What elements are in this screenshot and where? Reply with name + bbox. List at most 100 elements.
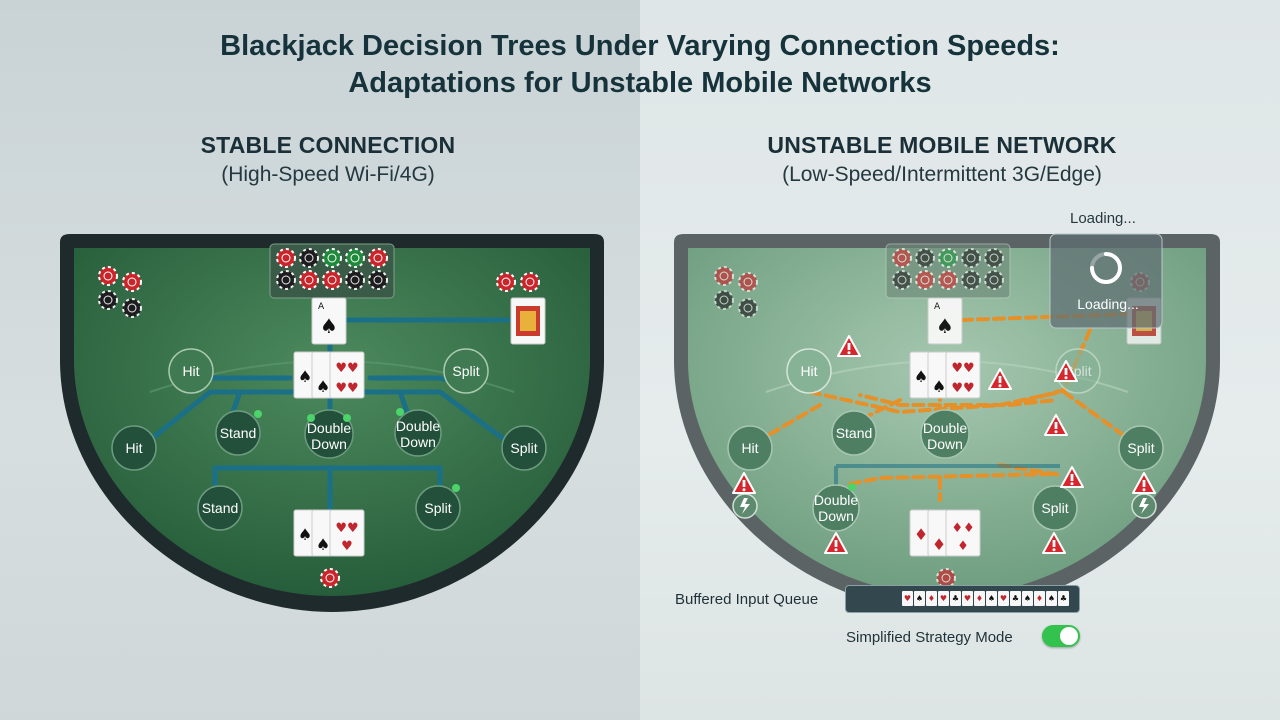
svg-text:Hit: Hit — [800, 363, 817, 379]
svg-text:Down: Down — [927, 436, 963, 452]
svg-text:A: A — [318, 302, 325, 312]
unstable-subheading: (Low-Speed/Intermittent 3G/Edge) — [782, 163, 1102, 186]
svg-text:♥♥: ♥♥ — [951, 381, 974, 396]
simplified-strategy-toggle[interactable] — [1042, 625, 1080, 647]
svg-text:Double: Double — [814, 492, 859, 508]
svg-text:♦: ♦ — [914, 525, 928, 544]
svg-text:♠: ♠ — [320, 314, 338, 338]
stable-node-split-top: Split — [443, 348, 489, 394]
svg-text:♠: ♠ — [316, 535, 330, 554]
unstable-table: A ♠ ♠ ♠ ♥♥ ♥♥ ♦ ♦ ♦♦ ♦ — [674, 233, 1220, 612]
lightning-disconnect-icon — [1131, 493, 1157, 519]
stable-node-stand-bottom: Stand — [197, 485, 243, 531]
svg-text:♥♥: ♥♥ — [951, 361, 974, 376]
svg-text:♥♥: ♥♥ — [335, 521, 358, 536]
unstable-player-hand-2: ♦ ♦ ♦♦ ♦ — [909, 509, 981, 557]
unstable-heading: UNSTABLE MOBILE NETWORK — [767, 132, 1117, 158]
svg-text:♦♦: ♦♦ — [951, 521, 974, 536]
loading-outer-label: Loading... — [1070, 210, 1136, 227]
svg-text:Double: Double — [307, 420, 352, 436]
stable-dealer-card: A ♠ — [311, 297, 347, 345]
buffered-input-queue: ♥ ♠ ♦ ♥ ♣ ♥ ♦ ♠ ♥ ♣ ♠ ♦ ♠ ♣ — [845, 585, 1080, 613]
title-line-1: Blackjack Decision Trees Under Varying C… — [220, 30, 1060, 62]
queued-card: ♦ — [1034, 591, 1045, 606]
queued-card: ♠ — [1022, 591, 1033, 606]
stable-header: STABLE CONNECTION (High-Speed Wi-Fi/4G) — [48, 132, 608, 187]
page-title: Blackjack Decision Trees Under Varying C… — [0, 28, 1280, 102]
unstable-node-stand: Stand — [831, 410, 877, 456]
svg-text:Stand: Stand — [836, 425, 873, 441]
svg-text:♦: ♦ — [932, 535, 946, 554]
stable-node-split-bottom: Split — [415, 484, 461, 531]
stable-node-split: Split — [501, 425, 547, 471]
svg-text:Stand: Stand — [202, 500, 239, 516]
queued-card: ♣ — [950, 591, 961, 606]
unstable-node-double-down: Double Down — [920, 409, 970, 459]
queued-cards: ♥ ♠ ♦ ♥ ♣ ♥ ♦ ♠ ♥ ♣ ♠ ♦ ♠ ♣ — [902, 591, 1069, 607]
svg-text:Split: Split — [1041, 500, 1068, 516]
svg-text:Split: Split — [510, 440, 537, 456]
svg-text:♦: ♦ — [957, 539, 969, 554]
svg-text:Split: Split — [1127, 440, 1154, 456]
buffered-queue-label: Buffered Input Queue — [675, 591, 819, 608]
svg-text:Down: Down — [311, 436, 347, 452]
svg-text:Down: Down — [818, 508, 854, 524]
svg-text:♠: ♠ — [298, 525, 312, 544]
svg-text:♥♥: ♥♥ — [335, 381, 358, 396]
stable-heading: STABLE CONNECTION — [200, 132, 456, 158]
queued-card: ♣ — [1058, 591, 1069, 606]
loading-overlay: Loading... — [1049, 233, 1163, 329]
svg-text:Down: Down — [400, 434, 436, 450]
svg-text:♠: ♠ — [298, 367, 312, 386]
svg-text:♥♥: ♥♥ — [335, 361, 358, 376]
stable-bet-chip — [320, 568, 340, 588]
title-line-2: Adaptations for Unstable Mobile Networks — [348, 67, 932, 99]
stable-node-stand: Stand — [215, 410, 262, 456]
svg-text:Split: Split — [452, 363, 479, 379]
svg-text:♥: ♥ — [341, 539, 353, 554]
unstable-node-hit-top: Hit — [786, 348, 832, 394]
loading-inner-label: Loading... — [1077, 296, 1139, 312]
queued-card: ♥ — [938, 591, 949, 606]
svg-text:♠: ♠ — [936, 314, 954, 338]
svg-text:♠: ♠ — [316, 377, 330, 396]
stable-player-hand: ♠ ♠ ♥♥ ♥♥ — [293, 351, 365, 399]
queued-card: ♣ — [1010, 591, 1021, 606]
stable-player-hand-2: ♠ ♠ ♥♥ ♥ — [293, 509, 365, 557]
loading-spinner-icon — [1090, 252, 1122, 284]
queued-card: ♥ — [962, 591, 973, 606]
queued-card: ♠ — [986, 591, 997, 606]
stable-node-double-down: Double Down — [304, 409, 354, 459]
unstable-node-double-down-bottom: Double Down — [812, 483, 860, 532]
stable-table: A ♠ ♠ ♠ ♥♥ ♥♥ ♠ ♠ ♥♥ ♥ — [60, 234, 604, 612]
stable-face-card — [510, 297, 546, 345]
queued-card: ♥ — [902, 591, 913, 606]
unstable-dealer-card: A ♠ — [927, 297, 963, 345]
stable-node-hit-top: Hit — [168, 348, 214, 394]
toggle-knob — [1060, 627, 1078, 645]
unstable-header: UNSTABLE MOBILE NETWORK (Low-Speed/Inter… — [662, 132, 1222, 187]
queued-card: ♦ — [926, 591, 937, 606]
queued-card: ♠ — [1046, 591, 1057, 606]
stable-node-double-down-2: Double Down — [394, 408, 442, 457]
svg-text:Double: Double — [396, 418, 441, 434]
svg-text:Stand: Stand — [220, 425, 257, 441]
svg-text:♠: ♠ — [932, 377, 946, 396]
lightning-disconnect-icon — [732, 493, 758, 519]
unstable-node-hit: Hit — [727, 425, 773, 471]
svg-text:Split: Split — [424, 500, 451, 516]
stable-node-hit: Hit — [111, 425, 157, 471]
queued-card: ♦ — [974, 591, 985, 606]
svg-text:♠: ♠ — [914, 367, 928, 386]
unstable-node-split-bottom: Split — [1032, 485, 1078, 531]
svg-text:Double: Double — [923, 420, 968, 436]
svg-text:Hit: Hit — [182, 363, 199, 379]
unstable-node-split: Split — [1118, 425, 1164, 471]
unstable-player-hand: ♠ ♠ ♥♥ ♥♥ — [909, 351, 981, 399]
queued-card: ♥ — [998, 591, 1009, 606]
svg-text:A: A — [934, 302, 941, 312]
queued-card: ♠ — [914, 591, 925, 606]
stable-subheading: (High-Speed Wi-Fi/4G) — [221, 163, 435, 186]
simplified-mode-label: Simplified Strategy Mode — [846, 629, 1013, 646]
